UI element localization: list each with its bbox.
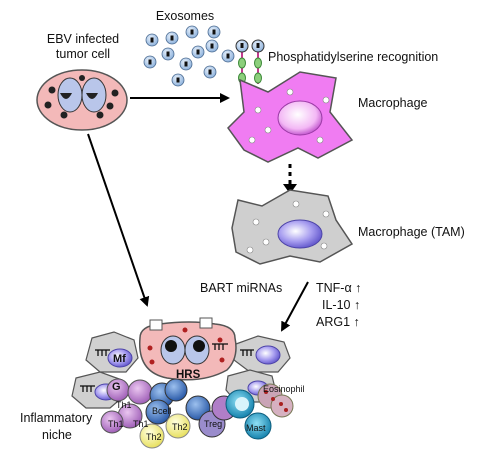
niche-label-line1: Inflammatory [20, 411, 93, 425]
exosome-cargo-icon [166, 51, 170, 57]
cytokine-il10-label: IL-10 ↑ [322, 298, 360, 312]
inflammatory-niche [71, 317, 294, 449]
ps-recognition-label: Phosphatidylserine recognition [268, 50, 438, 64]
tumor-cell-label-line1: EBV infected [47, 32, 119, 46]
tumor-cell-label-line2: tumor cell [56, 47, 110, 61]
mf-label: Mf [113, 353, 126, 365]
exosome-cargo-icon [196, 49, 200, 55]
exosomes-label: Exosomes [156, 9, 214, 23]
exosome-cargo-icon [184, 61, 188, 67]
macrophage-label: Macrophage [358, 96, 428, 110]
arrow-macrophage-to-tam-head [283, 184, 297, 194]
cytokine-arg1-label: ARG1 ↑ [316, 315, 360, 329]
bcell-label: Bcell [152, 406, 172, 416]
bart-mirnas-label: BART miRNAs [200, 281, 282, 295]
hrs-label: HRS [176, 369, 201, 381]
th1-label-mid: Th1 [133, 419, 149, 429]
niche-label-line2: niche [42, 428, 72, 442]
tam-cell [231, 189, 354, 265]
exosome-cargo-icon [210, 43, 214, 49]
exosome-cargo-icon [208, 69, 212, 75]
cytokine-tnf-label: TNF-α ↑ [316, 281, 361, 295]
exosome-cluster [143, 25, 235, 87]
eosinophil-label: Eosinophil [263, 384, 305, 394]
exosome-cargo-icon [176, 77, 180, 83]
exosome-cargo-icon [212, 29, 216, 35]
exosome-cargo-icon [170, 35, 174, 41]
th2-label-bottom: Th2 [146, 432, 162, 442]
th1-label-left: Th1 [108, 419, 124, 429]
exosome-cargo-icon [226, 53, 230, 59]
tam-label: Macrophage (TAM) [358, 225, 465, 239]
th1-label-top: Th1 [116, 400, 132, 410]
exosome-cargo-icon [190, 29, 194, 35]
arrow-tumor-to-niche [87, 133, 150, 307]
exosome-cargo-icon [148, 59, 152, 65]
phosphatidylserine-receptor-icon [235, 39, 265, 84]
exosome-cargo-icon [150, 37, 154, 43]
macrophage-cell [227, 71, 354, 163]
ebv-tumor-cell [36, 69, 128, 131]
arrow-tam-to-niche [281, 281, 309, 332]
mast-label: Mast [246, 423, 266, 433]
g-label: G [112, 381, 121, 393]
treg-label: Treg [204, 419, 222, 429]
th2-label-right: Th2 [172, 422, 188, 432]
